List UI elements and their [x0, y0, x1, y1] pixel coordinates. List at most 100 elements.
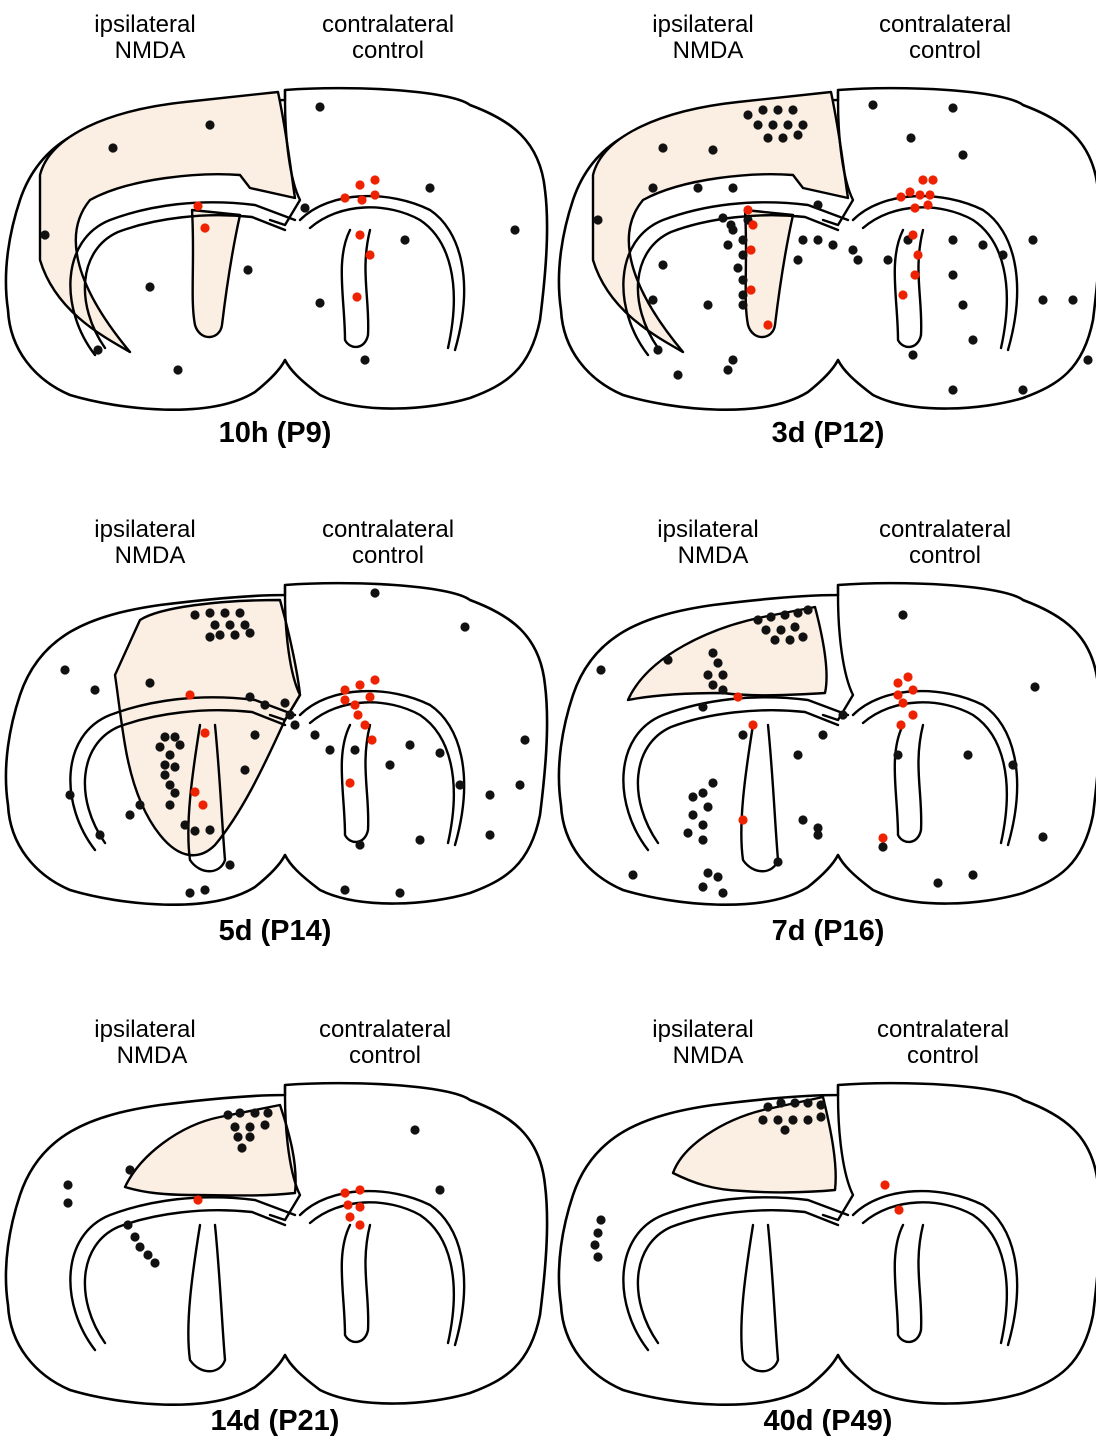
black-cell-dot — [1083, 355, 1092, 364]
red-cell-dot — [200, 223, 209, 232]
red-cell-dot — [365, 692, 374, 701]
black-cell-dot — [460, 622, 469, 631]
black-cell-dot — [763, 1102, 772, 1111]
black-cell-dot — [785, 635, 794, 644]
black-cell-dot — [963, 750, 972, 759]
black-cell-dot — [708, 145, 717, 154]
black-cell-dot — [773, 857, 782, 866]
black-cell-dot — [683, 828, 692, 837]
panel-5d-p14: ipsilateral NMDA contralateral control 5… — [6, 516, 547, 947]
black-cell-dot — [108, 143, 117, 152]
black-cell-dot — [135, 800, 144, 809]
red-cell-dot — [915, 190, 924, 199]
black-cell-dot — [738, 275, 747, 284]
black-cell-dot — [233, 1132, 242, 1141]
black-cell-dot — [788, 1115, 797, 1124]
black-cell-dot — [713, 872, 722, 881]
red-cell-dot — [746, 285, 755, 294]
black-cell-dot — [125, 810, 134, 819]
black-cell-dot — [766, 612, 775, 621]
red-cell-dot — [200, 728, 209, 737]
black-cell-dot — [673, 370, 682, 379]
ipsi-label-line2: NMDA — [673, 1042, 744, 1069]
black-cell-dot — [898, 610, 907, 619]
black-cell-dot — [948, 235, 957, 244]
black-cell-dot — [998, 250, 1007, 259]
black-cell-dot — [853, 255, 862, 264]
black-cell-dot — [385, 760, 394, 769]
black-cell-dot — [310, 730, 319, 739]
black-cell-dot — [63, 1198, 72, 1207]
black-cell-dot — [185, 888, 194, 897]
black-cell-dot — [155, 742, 164, 751]
black-cell-dot — [761, 625, 770, 634]
black-cell-dot — [235, 608, 244, 617]
red-cell-dot — [896, 192, 905, 201]
red-cell-dot — [910, 270, 919, 279]
red-cell-dot — [193, 1195, 202, 1204]
black-cell-dot — [948, 385, 957, 394]
black-cell-dot — [263, 1108, 272, 1117]
black-cell-dot — [788, 105, 797, 114]
black-cell-dot — [908, 350, 917, 359]
black-cell-dot — [703, 670, 712, 679]
black-cell-dot — [200, 885, 209, 894]
black-cell-dot — [315, 298, 324, 307]
red-cell-dot — [355, 1220, 364, 1229]
red-cell-dot — [894, 1205, 903, 1214]
black-cell-dot — [803, 1098, 812, 1107]
black-cell-dot — [780, 610, 789, 619]
black-cell-dot — [145, 282, 154, 291]
panel-caption: 14d (P21) — [211, 1405, 340, 1437]
black-cell-dot — [250, 730, 259, 739]
black-cell-dot — [868, 100, 877, 109]
black-cell-dot — [130, 1232, 139, 1241]
black-cell-dot — [708, 680, 717, 689]
black-cell-dot — [948, 103, 957, 112]
red-cell-dot — [352, 292, 361, 301]
black-cell-dot — [205, 632, 214, 641]
black-cell-dot — [693, 183, 702, 192]
red-cell-dot — [908, 710, 917, 719]
black-cell-dot — [1038, 295, 1047, 304]
black-cell-dot — [1068, 295, 1077, 304]
black-cell-dot — [235, 1108, 244, 1117]
contra-label-line1: contralateral — [319, 1016, 451, 1043]
red-cell-dot — [880, 1180, 889, 1189]
black-cell-dot — [60, 665, 69, 674]
black-cell-dot — [1008, 760, 1017, 769]
black-cell-dot — [798, 120, 807, 129]
black-cell-dot — [485, 830, 494, 839]
black-cell-dot — [688, 810, 697, 819]
panel-caption: 40d (P49) — [764, 1405, 893, 1437]
black-cell-dot — [703, 300, 712, 309]
black-cell-dot — [803, 605, 812, 614]
red-cell-dot — [190, 787, 199, 796]
red-cell-dot — [370, 190, 379, 199]
black-cell-dot — [958, 300, 967, 309]
black-cell-dot — [165, 780, 174, 789]
black-cell-dot — [360, 355, 369, 364]
black-cell-dot — [415, 835, 424, 844]
panel-caption: 5d (P14) — [219, 915, 332, 947]
black-cell-dot — [160, 760, 169, 769]
black-cell-dot — [245, 692, 254, 701]
black-cell-dot — [593, 215, 602, 224]
red-cell-dot — [353, 710, 362, 719]
red-cell-dot — [365, 250, 374, 259]
black-cell-dot — [723, 365, 732, 374]
black-cell-dot — [978, 240, 987, 249]
black-cell-dot — [170, 788, 179, 797]
red-cell-dot — [733, 692, 742, 701]
ipsi-label-line1: ipsilateral — [94, 516, 195, 543]
black-cell-dot — [593, 1252, 602, 1261]
red-cell-dot — [345, 1212, 354, 1221]
black-cell-dot — [968, 870, 977, 879]
black-cell-dot — [658, 143, 667, 152]
black-cell-dot — [170, 762, 179, 771]
black-cell-dot — [798, 815, 807, 824]
red-cell-dot — [898, 290, 907, 299]
black-cell-dot — [793, 130, 802, 139]
ipsi-label-line2: NMDA — [117, 1042, 188, 1069]
